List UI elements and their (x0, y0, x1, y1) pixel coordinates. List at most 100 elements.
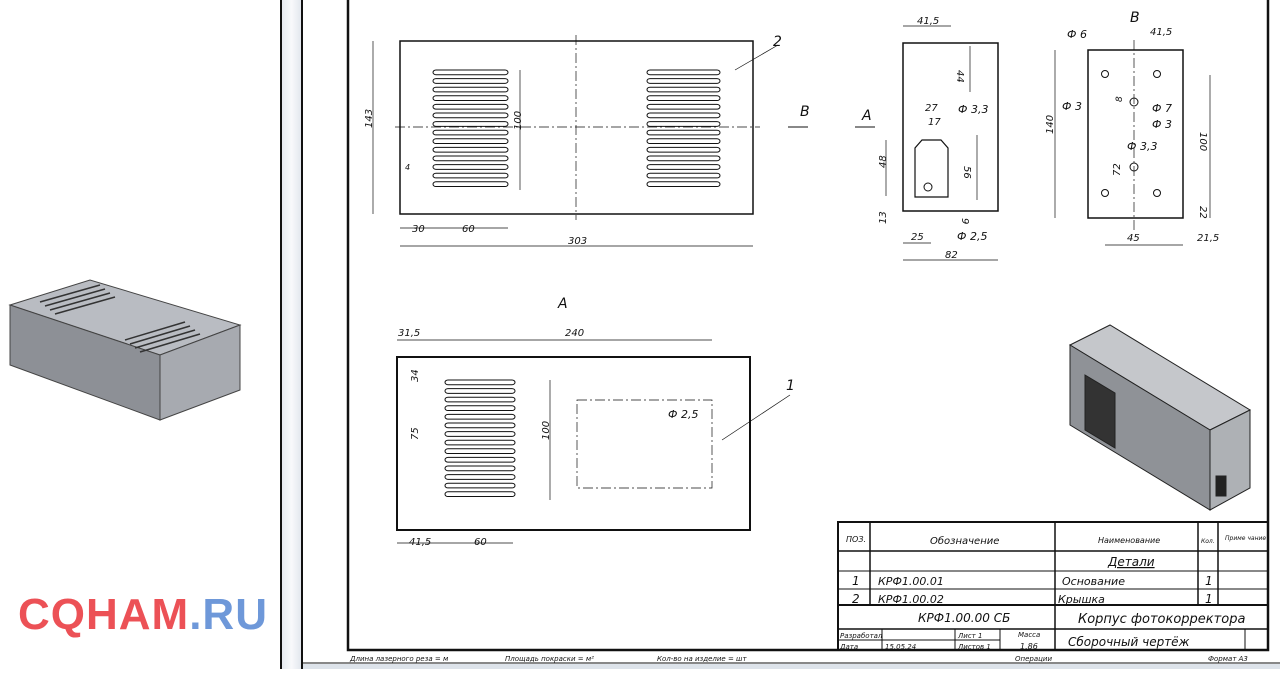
footer-format: Формат А3 (1208, 655, 1248, 663)
drawing-line (303, 664, 1280, 669)
vent-slot (646, 172, 721, 179)
dim-48: 48 (878, 155, 889, 168)
top-view (372, 35, 875, 247)
vent-slot (444, 465, 516, 472)
vent-slot (444, 388, 516, 394)
spec-table (837, 521, 1269, 651)
drawing-label: 1 (1205, 592, 1213, 606)
dim-100: 100 (513, 111, 524, 130)
drawing-line (444, 379, 516, 498)
panel-divider[interactable] (280, 0, 282, 669)
dim-13: 13 (878, 211, 889, 224)
vent-slot (646, 138, 721, 145)
vent-slot (432, 129, 509, 136)
dim-d6: Ф 6 (1067, 28, 1087, 41)
vent-slot (646, 78, 721, 84)
view-arrow-b: B (800, 104, 810, 120)
vent-slot (646, 112, 721, 119)
drawing-line (1101, 189, 1109, 197)
drawing-line (129, 325, 191, 345)
date-label: Дата (839, 643, 858, 651)
date-value: 15.05.24 (885, 643, 916, 651)
dim-100-a: 100 (541, 421, 552, 440)
drawing-line (576, 399, 713, 489)
col-qty: Кол. (1201, 538, 1215, 545)
vent-slot (444, 379, 516, 386)
watermark: CQHAM.RU (18, 590, 268, 640)
col-code: Обозначение (930, 535, 999, 547)
dim-303: 303 (568, 236, 587, 247)
3d-model-preview (8, 279, 242, 421)
vent-slot (432, 146, 509, 153)
vent-slot (444, 431, 516, 437)
dim-25: 25 (911, 232, 924, 243)
dim-17: 17 (928, 117, 941, 128)
footer-laser: Длина лазерного реза = м (349, 655, 449, 663)
vent-slot (444, 474, 516, 480)
col-note: Приме чание (1225, 535, 1266, 542)
vent-slot (444, 405, 516, 412)
developed-label: Разработал (840, 632, 883, 640)
view-a-title: A (557, 296, 568, 312)
part-label-2: 2 (773, 34, 782, 50)
drawing-line (134, 329, 196, 349)
vent-slot (432, 112, 509, 119)
drawing-label: КРФ1.00.02 (878, 593, 944, 606)
drawing-line (923, 182, 933, 192)
dim-d7: Ф 7 (1152, 102, 1172, 115)
dim-31-5: 31,5 (398, 328, 420, 339)
drawing-line (44, 288, 106, 307)
dim-140: 140 (1045, 115, 1056, 134)
dim-22: 22 (1197, 206, 1208, 219)
view-arrow-a: A (861, 108, 872, 124)
drawing-sheet: 143 100 4 30 60 303 2 B A 41,5 44 Ф 3,3 … (303, 0, 1280, 669)
drawing-line: Длина лазерного реза = м Площадь покраск… (349, 655, 1248, 663)
vent-slot (646, 181, 721, 188)
drawing-label: КРФ1.00.01 (878, 575, 944, 588)
view-b-title: B (1130, 10, 1140, 26)
watermark-text: CQHAM (18, 590, 190, 639)
product-name: Корпус фотокорректора (1078, 612, 1245, 627)
drawing-frame (346, 0, 1270, 652)
drawing-line (1215, 475, 1227, 497)
footer-qty: Кол-во на изделие = шт (657, 655, 747, 663)
drawing-label: 1 (852, 574, 860, 588)
drawing-line (124, 321, 186, 341)
col-name: Наименование (1098, 536, 1160, 545)
dim-44: 44 (954, 70, 965, 83)
sheets-label: Листов 1 (957, 643, 991, 651)
vent-slot (432, 172, 509, 179)
drawing-line (54, 296, 116, 315)
dim-30: 30 (412, 224, 425, 235)
vent-slot (646, 95, 721, 102)
section-details: Детали (1107, 555, 1155, 569)
drawing-label: Основание (1062, 575, 1125, 588)
vent-slot (646, 103, 721, 110)
dim-34: 34 (410, 369, 421, 382)
drawing-line (159, 324, 241, 421)
drawing-label: 1 (1205, 574, 1213, 588)
dim-hole-2-5: Ф 2,5 (957, 230, 987, 243)
vent-slot (444, 482, 516, 489)
vent-slot (646, 155, 721, 162)
footer-paint: Площадь покраски = м² (505, 655, 594, 663)
drawing-line (902, 42, 999, 212)
mass-label: Масса (1018, 631, 1040, 639)
vent-slot (646, 69, 721, 76)
vent-slot (444, 413, 516, 420)
dim-45: 45 (1127, 233, 1140, 244)
dim-21-5: 21,5 (1197, 233, 1219, 244)
drawing-label: 2 (852, 592, 860, 606)
vent-slot (432, 164, 509, 170)
splitter[interactable] (282, 0, 301, 669)
sheet-border (301, 0, 303, 669)
drawing-line (1084, 374, 1116, 449)
dim-41-5-b: 41,5 (1150, 27, 1172, 38)
vent-slot (444, 491, 516, 498)
part-label-1: 1 (786, 378, 795, 394)
drawing-line (396, 356, 751, 531)
dim-hole-3-3: Ф 3,3 (958, 103, 988, 116)
vent-slot (646, 121, 721, 127)
sheet-label: Лист 1 (957, 632, 982, 640)
vent-slot (444, 439, 516, 446)
